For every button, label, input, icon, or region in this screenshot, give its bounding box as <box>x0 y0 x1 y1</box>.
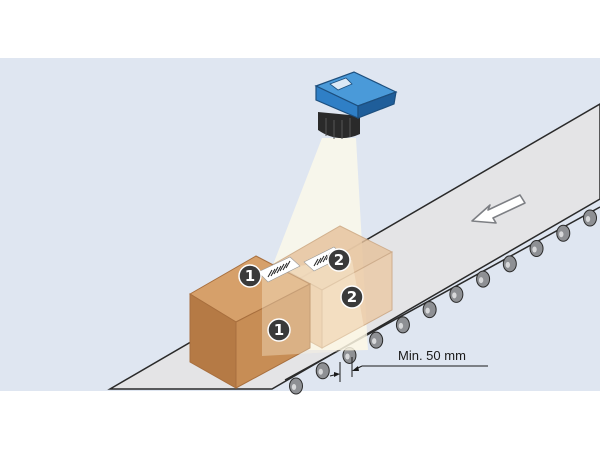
marker-box1-side: 1 <box>267 318 291 342</box>
gap-dimension-label: Min. 50 mm <box>398 348 466 363</box>
conveyor-roller-hub <box>291 384 297 390</box>
marker-box2-top-label: 2 <box>334 251 344 269</box>
conveyor-roller-hub <box>318 368 323 375</box>
marker-box2-side: 2 <box>340 285 364 309</box>
scanner-window <box>329 77 353 91</box>
conveyor-roller-hub <box>452 292 457 299</box>
conveyor-roller-hub <box>371 338 377 345</box>
marker-box1-top: 1 <box>238 264 262 288</box>
marker-box2-side-label: 2 <box>347 288 357 306</box>
barcode-scanner-icon <box>314 71 398 139</box>
marker-box2-top: 2 <box>327 248 351 272</box>
marker-box1-top-label: 1 <box>245 267 255 285</box>
gap-dimension: Min. 50 mm <box>329 348 488 382</box>
barcode-label-icon <box>257 256 301 283</box>
conveyor-roller-hub <box>585 216 591 222</box>
marker-box1-side-label: 1 <box>274 321 284 339</box>
conveyor-rollers <box>289 209 597 395</box>
conveyor-roller-hub <box>425 307 430 314</box>
conveyor-edge <box>284 206 600 381</box>
conveyor-roller-hub <box>478 277 484 284</box>
conveyor-roller-hub <box>559 231 564 238</box>
arrow-left-icon <box>471 194 526 224</box>
conveyor-roller-hub <box>505 261 511 268</box>
conveyor-roller-hub <box>532 246 537 253</box>
scanner-housing-side <box>357 91 397 119</box>
conveyor-roller-hub <box>345 353 350 360</box>
conveyor-roller-hub <box>398 322 404 329</box>
